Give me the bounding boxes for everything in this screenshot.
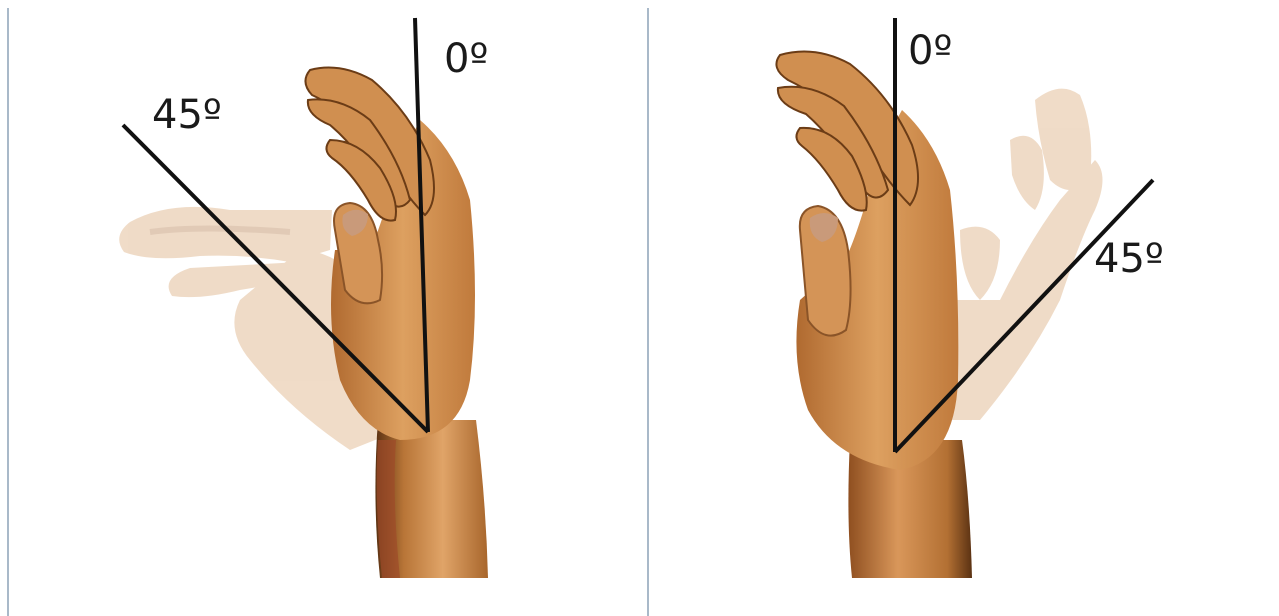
label-0-degrees: 0º [908, 28, 952, 74]
label-45-degrees: 45º [152, 92, 222, 138]
label-45-degrees: 45º [1094, 236, 1164, 282]
right-hand-diagram: 0º 45º [640, 0, 1279, 616]
label-0-degrees: 0º [444, 36, 488, 82]
left-panel: 0º 45º [0, 0, 640, 616]
right-panel: 0º 45º [640, 0, 1279, 616]
left-hand-diagram: 0º 45º [0, 0, 640, 616]
